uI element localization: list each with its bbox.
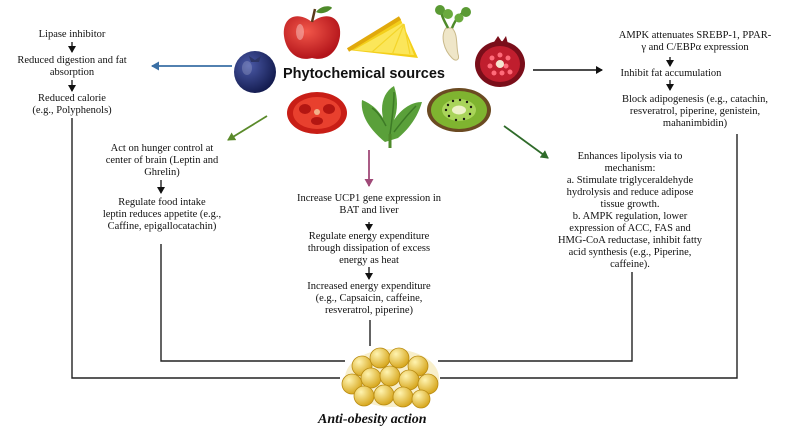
tomato-icon — [287, 92, 347, 134]
ampk-line-2: γ and C/EBPα expression — [641, 42, 749, 53]
lipolysis-line-4: hydrolysis and reduce adipose — [566, 187, 694, 198]
ucp1-line-1: Increase UCP1 gene expression in — [296, 193, 442, 204]
lipase-inhibitor-text: Lipase inhibitor — [38, 29, 106, 40]
connector-lines — [71, 118, 738, 379]
ucp1-line-5: energy as heat — [339, 255, 399, 266]
parsnip-icon — [435, 5, 471, 61]
fat-cells-icon — [341, 347, 439, 409]
arrow-to-lipolysis — [503, 125, 549, 159]
lemon-icon — [346, 16, 418, 58]
inhibit-fat-accumulation-text: Inhibit fat accumulation — [620, 68, 722, 79]
absorption-text: absorption — [49, 67, 95, 78]
hunger-line-2: center of brain (Leptin and — [105, 155, 219, 166]
lipolysis-line-1: Enhances lipolysis via to — [577, 151, 683, 162]
arrow-to-hunger — [227, 115, 268, 141]
hunger-line-6: Caffine, epigallocatachin) — [107, 221, 217, 232]
anti-obesity-action-label: Anti-obesity action — [318, 412, 427, 427]
lipolysis-line-2: mechanism: — [604, 163, 656, 174]
polyphenols-text: (e.g., Polyphenols) — [32, 105, 112, 116]
lipolysis-line-10: caffeine). — [610, 259, 650, 270]
ampk-line-5: resveratrol, piperine, genistein, — [629, 106, 761, 117]
reduced-digestion-text: Reduced digestion and fat — [17, 55, 127, 66]
hunger-line-4: Regulate food intake — [118, 197, 206, 208]
lipolysis-line-5: tissue growth. — [600, 199, 660, 210]
ucp1-line-4: through dissipation of excess — [307, 243, 431, 254]
reduced-calorie-text: Reduced calorie — [38, 93, 106, 104]
lipolysis-line-7: expression of ACC, FAS and — [569, 223, 691, 234]
lipolysis-line-6: b. AMPK regulation, lower — [572, 211, 688, 222]
phytochemical-sources-title: Phytochemical sources — [283, 66, 445, 82]
ucp1-line-7: (e.g., Capsaicin, caffeine, — [315, 293, 423, 304]
ucp1-line-3: Regulate energy expenditure — [308, 231, 430, 242]
lipolysis-line-3: a. Stimulate triglyceraldehyde — [566, 175, 694, 186]
hunger-line-5: leptin reduces appetite (e.g., — [102, 209, 222, 220]
ucp1-line-6: Increased energy expenditure — [307, 281, 431, 292]
hunger-line-3: Ghrelin) — [144, 167, 180, 178]
ampk-line-4: Block adipogenesis (e.g., catachin, — [621, 94, 769, 105]
apple-icon — [283, 6, 341, 59]
pomegranate-icon — [475, 36, 525, 87]
ampk-line-1: AMPK attenuates SREBP-1, PPAR- — [618, 30, 772, 41]
kiwi-icon — [427, 88, 491, 132]
ucp1-line-8: resveratrol, piperine) — [324, 305, 414, 316]
ampk-line-6: mahanimbidin) — [662, 118, 728, 129]
lipolysis-line-9: acid synthesis (e.g., Piperine, — [568, 247, 692, 258]
ucp1-line-2: BAT and liver — [339, 205, 399, 216]
lettuce-icon — [361, 86, 422, 148]
hunger-line-1: Act on hunger control at — [110, 143, 214, 154]
lipolysis-line-8: HMG-CoA reductase, inhibit fatty — [557, 235, 703, 246]
step-arrows — [68, 42, 674, 280]
blueberry-icon — [234, 51, 276, 93]
